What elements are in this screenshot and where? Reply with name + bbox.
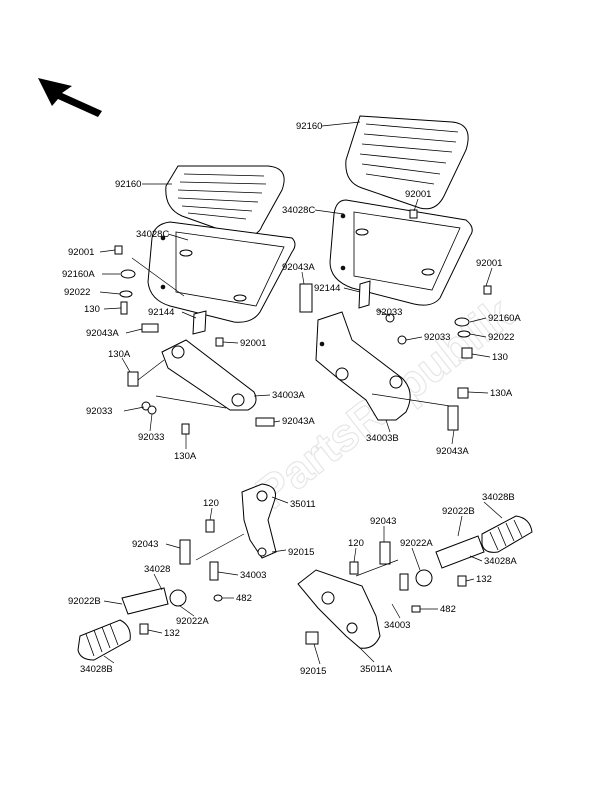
part-label: 482 — [440, 604, 456, 615]
part-label: 92033 — [424, 332, 450, 343]
part-label: 92144 — [148, 307, 174, 318]
part-label: 92001 — [476, 258, 502, 269]
part-label: 130A — [108, 349, 131, 360]
leader-lines — [99, 121, 503, 665]
part-label: 92033 — [86, 406, 112, 417]
part-label: 130A — [174, 451, 197, 462]
part-label: 92160A — [488, 313, 521, 324]
part-label: 92022A — [400, 538, 433, 549]
part-label: 92015 — [288, 547, 314, 558]
part-label: 34028C — [282, 205, 315, 216]
part-label: 92043 — [370, 516, 396, 527]
right-peg-bracket-35011a — [297, 569, 381, 649]
part-label: 92015 — [300, 666, 326, 677]
right-footpeg-rubber-34028b — [481, 515, 533, 553]
part-label: 92160A — [62, 269, 95, 280]
part-label: 92160 — [296, 121, 322, 132]
part-label: 92043 — [132, 539, 158, 550]
part-label: 92022B — [442, 506, 475, 517]
right-hardware — [299, 209, 492, 431]
left-floorboard-plate — [147, 221, 296, 323]
part-label: 92043A — [86, 328, 119, 339]
part-label: 34028A — [484, 556, 517, 567]
part-label: 130A — [490, 388, 513, 399]
left-peg-bracket-35011 — [241, 483, 277, 559]
part-label: 92160 — [115, 179, 141, 190]
part-label: 34003B — [366, 433, 399, 444]
part-label: 130 — [492, 352, 508, 363]
part-label: 92043A — [282, 262, 315, 273]
part-label: 34028C — [136, 229, 169, 240]
part-label: 92033 — [376, 307, 402, 318]
part-label: 92001 — [68, 247, 94, 258]
part-label: 92022B — [68, 596, 101, 607]
part-labels: 92160 92160 92001 34028C 34028C 92001 92… — [62, 121, 521, 677]
right-peg-hardware — [305, 541, 467, 645]
part-label: 34028B — [482, 492, 515, 503]
part-label: 130 — [84, 304, 100, 315]
right-floorboard-plate — [329, 199, 473, 306]
direction-arrow-icon — [38, 78, 102, 117]
part-label: 34003A — [272, 390, 305, 401]
part-label: 92033 — [138, 432, 164, 443]
part-label: 35011 — [290, 499, 316, 510]
left-peg-34028 — [121, 587, 169, 615]
part-label: 92043A — [436, 446, 469, 457]
part-label: 35011A — [360, 664, 393, 675]
part-label: 92022A — [176, 616, 209, 627]
right-peg-34028a — [435, 535, 485, 569]
part-label: 92001 — [405, 189, 431, 200]
part-label: 34028B — [80, 664, 113, 675]
part-label: 120 — [348, 538, 364, 549]
part-label: 34003 — [384, 620, 410, 631]
part-label: 132 — [476, 574, 492, 585]
part-label: 120 — [203, 498, 219, 509]
part-label: 34028 — [144, 564, 170, 575]
left-footpeg-rubber-34028b — [77, 619, 131, 661]
part-label: 92022 — [488, 332, 514, 343]
part-label: 92043A — [282, 416, 315, 427]
part-label: 132 — [164, 628, 180, 639]
left-peg-hardware — [139, 519, 223, 635]
right-floorboard-rubber — [345, 115, 469, 210]
part-label: 34003 — [240, 570, 266, 581]
part-label: 482 — [236, 593, 252, 604]
left-bracket-34003a — [161, 339, 257, 411]
part-label: 92001 — [240, 338, 266, 349]
part-label: 92022 — [64, 287, 90, 298]
part-label: 92144 — [314, 283, 340, 294]
